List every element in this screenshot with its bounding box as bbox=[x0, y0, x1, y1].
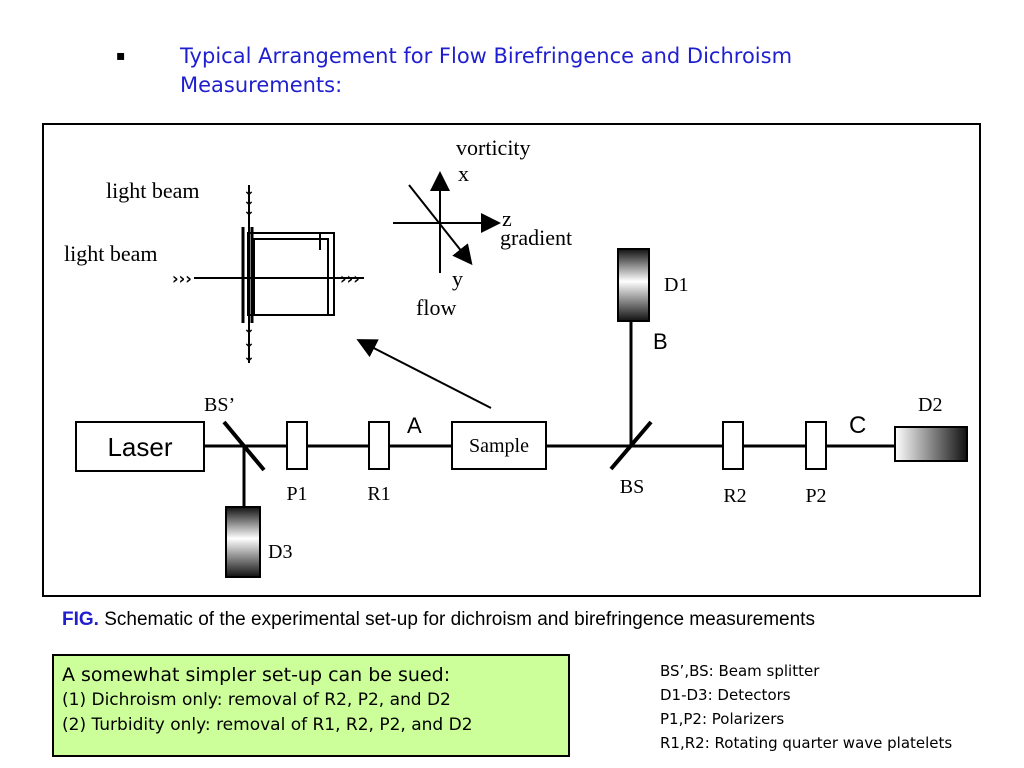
bullet-marker: ▪ bbox=[116, 48, 126, 64]
svg-text:›››: ››› bbox=[340, 269, 360, 288]
svg-text:⌄: ⌄ bbox=[243, 335, 255, 351]
sample-label: Sample bbox=[469, 435, 529, 457]
inset-pointer-arrow bbox=[356, 339, 492, 409]
flow-cell-back bbox=[247, 232, 335, 316]
bs-splitter bbox=[609, 420, 653, 471]
light-beam-left-label: light beam bbox=[64, 241, 157, 266]
figure-caption: FIG. Schematic of the experimental set-u… bbox=[62, 609, 1002, 631]
r1-plate bbox=[368, 421, 390, 470]
d2-detector bbox=[894, 426, 968, 462]
legend-item: R1,R2: Rotating quarter wave platelets bbox=[660, 734, 953, 752]
vorticity-label: vorticity bbox=[456, 135, 531, 160]
d3-label: D3 bbox=[268, 541, 292, 563]
flow-cell-inset bbox=[241, 227, 335, 323]
point-b-label: B bbox=[653, 329, 668, 354]
axes-diagram bbox=[393, 171, 501, 273]
p2-label: P2 bbox=[805, 485, 826, 507]
note-item: (2) Turbidity only: removal of R1, R2, P… bbox=[62, 715, 473, 735]
p2-polarizer bbox=[805, 421, 827, 470]
legend-item: D1-D3: Detectors bbox=[660, 686, 791, 704]
flow-label: flow bbox=[416, 295, 456, 320]
p1-label: P1 bbox=[286, 483, 307, 505]
bs-prime-label: BS’ bbox=[204, 394, 235, 416]
z-axis-label: z bbox=[502, 206, 512, 231]
bs-label: BS bbox=[620, 476, 644, 498]
legend-item: P1,P2: Polarizers bbox=[660, 710, 785, 728]
laser-label: Laser bbox=[107, 432, 172, 462]
light-beam-vertical: ⌄ ⌄ ⌄ ⌄ ⌄ ⌄ bbox=[243, 183, 255, 365]
y-axis-label: y bbox=[452, 266, 463, 291]
svg-text:⌄: ⌄ bbox=[243, 321, 255, 337]
d2-label: D2 bbox=[918, 394, 942, 416]
legend-item: BS’,BS: Beam splitter bbox=[660, 662, 820, 680]
svg-text:⌄: ⌄ bbox=[243, 349, 255, 365]
beam-chevron: ⌄ bbox=[243, 183, 255, 199]
note-item: (1) Dichroism only: removal of R2, P2, a… bbox=[62, 690, 451, 710]
light-beam-top-label: light beam bbox=[106, 178, 199, 203]
caption-prefix: FIG. bbox=[62, 609, 99, 630]
r1-label: R1 bbox=[367, 483, 390, 505]
abbreviation-legend: BS’,BS: Beam splitter D1-D3: Detectors P… bbox=[660, 659, 952, 755]
sample-box bbox=[451, 421, 547, 470]
p1-polarizer bbox=[286, 421, 308, 470]
point-a-label: A bbox=[407, 413, 422, 438]
caption-text: Schematic of the experimental set-up for… bbox=[104, 609, 815, 630]
gradient-label: gradient bbox=[500, 225, 572, 250]
d1-label: D1 bbox=[664, 274, 688, 296]
point-c-label: C bbox=[849, 412, 866, 439]
d3-detector bbox=[225, 506, 261, 578]
simplified-setup-note: A somewhat simpler set-up can be sued: (… bbox=[52, 654, 570, 757]
d1-detector bbox=[617, 248, 650, 322]
note-title: A somewhat simpler set-up can be sued: bbox=[62, 664, 451, 686]
light-beam-horizontal: ››› ››› bbox=[172, 269, 364, 288]
x-axis-label: x bbox=[458, 161, 469, 186]
slide-title: Typical Arrangement for Flow Birefringen… bbox=[180, 44, 793, 97]
setup-diagram: ⌄ ⌄ ⌄ ⌄ ⌄ ⌄ ››› ››› light beam light bea… bbox=[64, 135, 968, 578]
svg-text:⌄: ⌄ bbox=[243, 193, 255, 209]
r2-label: R2 bbox=[723, 485, 746, 507]
svg-text:⌄: ⌄ bbox=[243, 203, 255, 219]
figure-frame: ⌄ ⌄ ⌄ ⌄ ⌄ ⌄ ››› ››› light beam light bea… bbox=[42, 123, 981, 597]
laser-box bbox=[75, 421, 205, 472]
r2-plate bbox=[722, 421, 744, 470]
beam-chevron: ››› bbox=[172, 269, 192, 288]
bs-prime-splitter bbox=[222, 420, 266, 472]
